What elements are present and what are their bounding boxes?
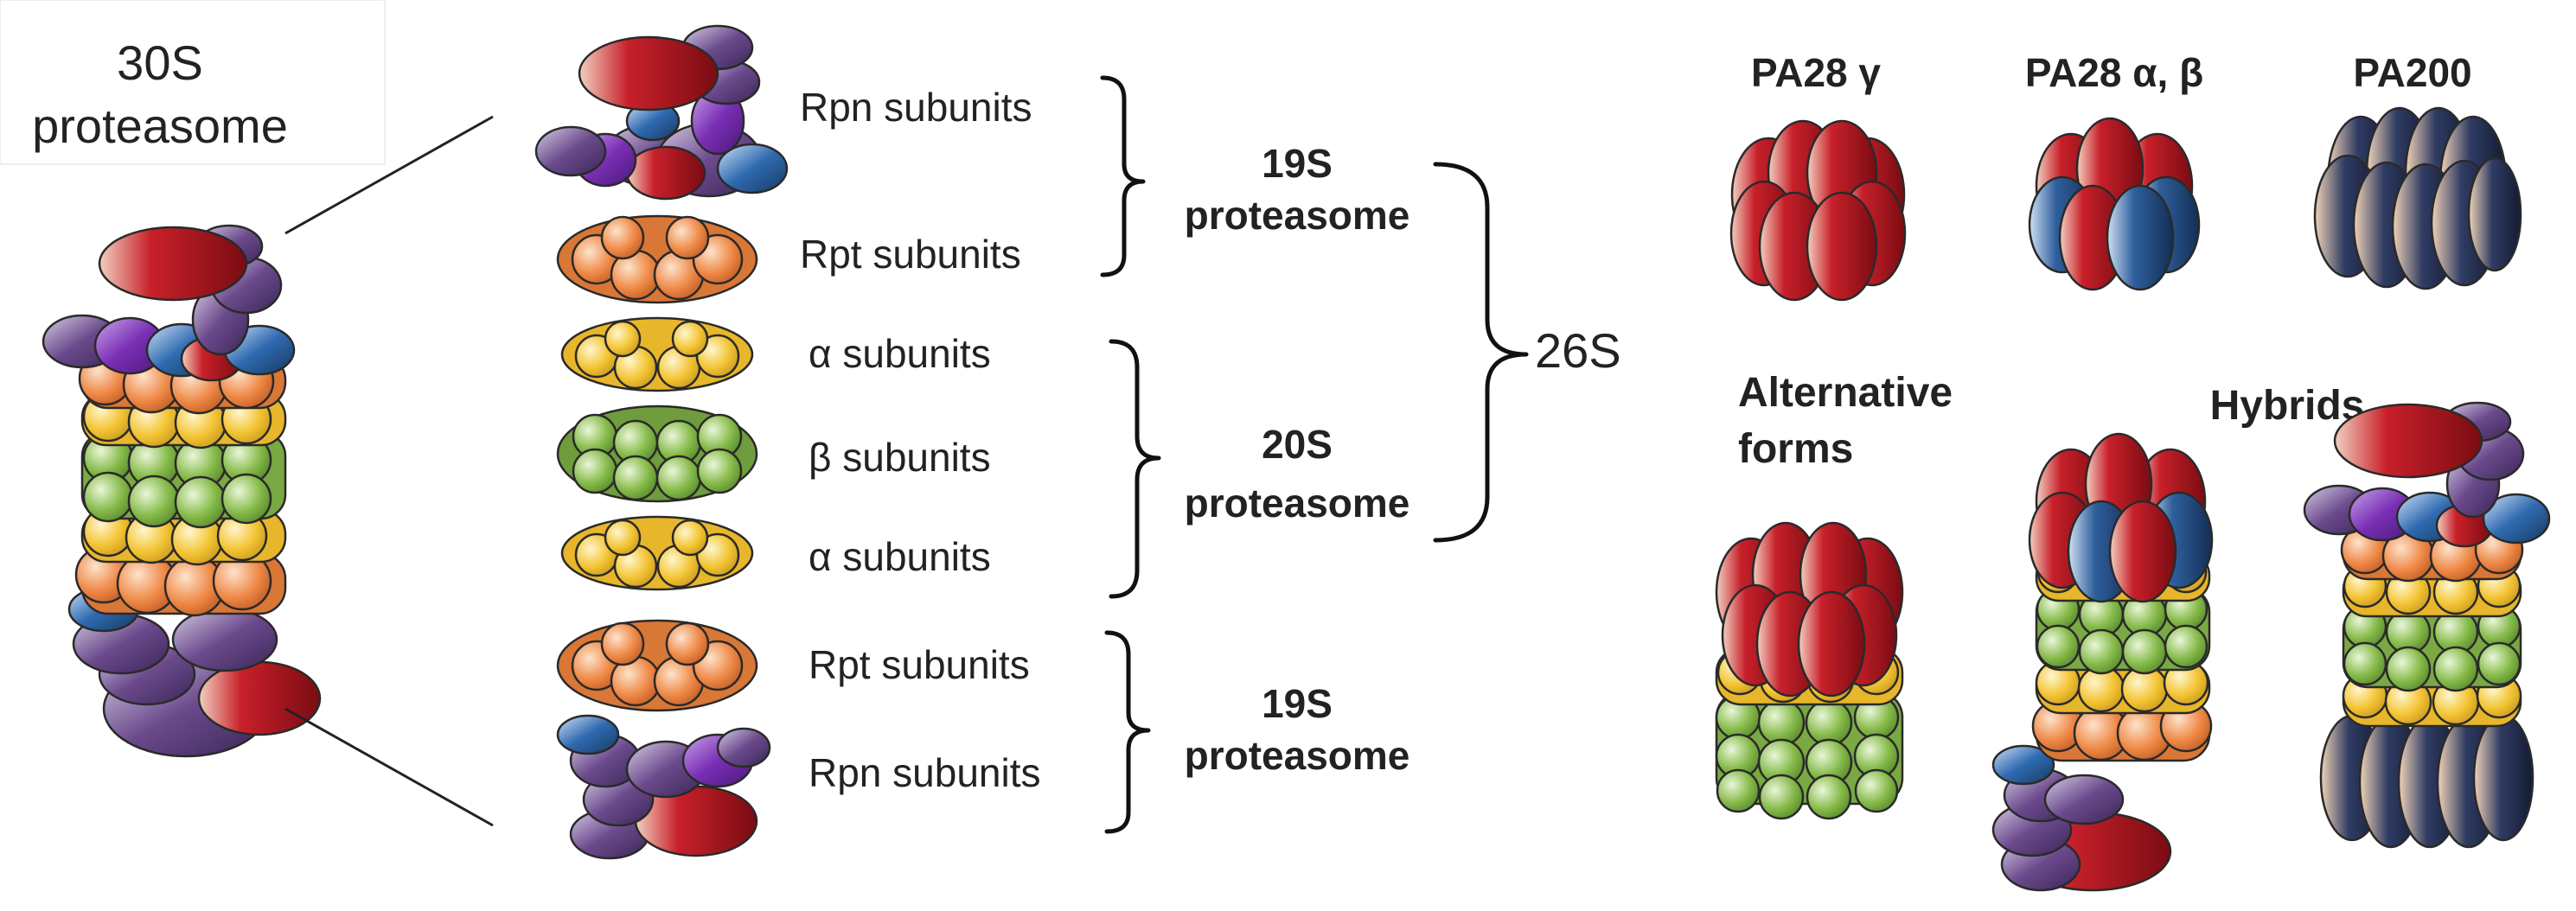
left-title-panel: 30S proteasome (0, 0, 386, 165)
label-pa28-alpha-beta: PA28 α, β (2025, 50, 2203, 95)
pa28-gamma-cap (1729, 119, 1907, 302)
label-hybrids: Hybrids (2210, 383, 2365, 429)
pa28-alpha-beta-cap (2028, 117, 2201, 291)
label-alternative: Alternative (1738, 370, 1953, 416)
title-30s: 30S (117, 35, 203, 90)
brace-bottom-19s (1104, 630, 1151, 834)
component-rpt-bottom (556, 619, 758, 712)
brace-26s (1433, 162, 1529, 543)
label-19s-top: 19S (1262, 141, 1333, 186)
label-alpha-bottom: α subunits (809, 534, 991, 579)
hybrid-19s-pa200-complex (2303, 401, 2551, 849)
component-alpha-top (560, 316, 754, 392)
label-19s-top-proteasome: proteasome (1185, 193, 1410, 238)
pa200-cap (2313, 106, 2522, 290)
label-19s-bottom-proteasome: proteasome (1185, 733, 1410, 778)
brace-top-19s (1100, 75, 1146, 277)
label-rpn-bottom: Rpn subunits (809, 750, 1041, 795)
hybrid-pa28-19s-complex (1991, 432, 2214, 892)
component-beta (556, 405, 758, 503)
label-rpn-top: Rpn subunits (800, 85, 1032, 130)
brace-20s (1109, 339, 1161, 599)
label-26s: 26S (1535, 323, 1621, 378)
zoom-line-bottom (284, 707, 494, 827)
component-alpha-bottom (560, 515, 754, 591)
component-rpt-top (556, 214, 758, 304)
component-rpn-top (534, 24, 789, 201)
label-pa200: PA200 (2353, 50, 2471, 95)
label-20s: 20S (1262, 422, 1333, 467)
label-pa28-gamma: PA28 γ (1751, 50, 1881, 95)
label-beta: β subunits (809, 435, 991, 480)
label-19s-bottom: 19S (1262, 681, 1333, 726)
label-20s-proteasome: proteasome (1185, 481, 1410, 526)
alternative-form-complex (1715, 521, 1904, 820)
title-proteasome: proteasome (32, 99, 288, 153)
component-rpn-bottom (556, 714, 771, 860)
zoom-line-top (284, 115, 494, 235)
label-forms: forms (1738, 426, 1853, 472)
label-rpt-top: Rpt subunits (800, 232, 1021, 277)
label-rpt-bottom: Rpt subunits (809, 642, 1030, 687)
label-alpha-top: α subunits (809, 331, 991, 376)
full-30s-proteasome (42, 224, 322, 758)
